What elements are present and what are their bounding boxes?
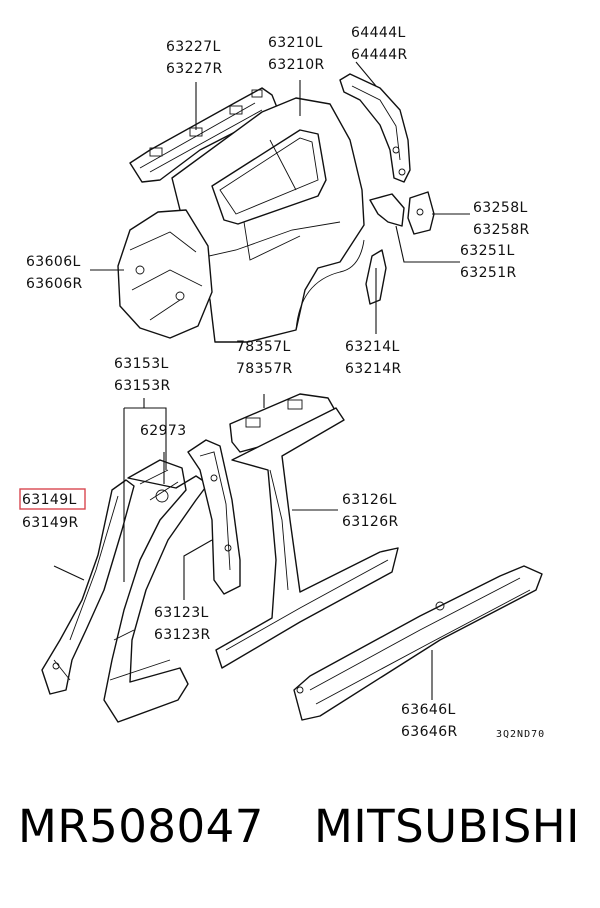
quarter-window-opening <box>211 129 327 225</box>
label-78357R: 78357R <box>236 361 293 377</box>
rear-pillar-part-64444 <box>339 73 411 183</box>
label-63153R: 63153R <box>114 378 171 394</box>
label-63126L: 63126L <box>342 492 397 508</box>
label-63214L: 63214L <box>345 339 400 355</box>
part-labels: 63227L 63227R 63210L 63210R 64444L 64444… <box>22 25 545 740</box>
label-63251L: 63251L <box>460 243 515 259</box>
label-63251R: 63251R <box>460 265 517 281</box>
label-63214R: 63214R <box>345 361 402 377</box>
leader-lines <box>53 61 470 700</box>
label-63153L: 63153L <box>114 356 169 372</box>
footer: MR508047 MITSUBISHI <box>0 800 600 880</box>
label-63210R: 63210R <box>268 57 325 73</box>
diagram-code: 3Q2ND70 <box>496 729 545 740</box>
label-63227L: 63227L <box>166 39 221 55</box>
bracket-part-63258 <box>407 191 435 235</box>
rocker-sill-part-63646 <box>293 565 543 721</box>
front-pillar-inner-part-63153 <box>103 459 209 723</box>
label-63149L: 63149L <box>22 492 77 508</box>
label-63126R: 63126R <box>342 514 399 530</box>
label-62973: 62973 <box>140 423 187 439</box>
quarter-panel-assembly <box>117 73 435 343</box>
pillar-sill-assembly <box>41 393 543 723</box>
label-63606R: 63606R <box>26 276 83 292</box>
label-63210L: 63210L <box>268 35 323 51</box>
center-pillar-sill-part-63126 <box>215 407 399 669</box>
front-pillar-part-63149 <box>41 479 135 695</box>
label-63149R: 63149R <box>22 515 79 531</box>
label-63646R: 63646R <box>401 724 458 740</box>
label-64444R: 64444R <box>351 47 408 63</box>
part-number: MR508047 <box>18 800 264 853</box>
center-pillar-inner-part-63123 <box>187 439 241 595</box>
label-78357L: 78357L <box>236 339 291 355</box>
label-64444L: 64444L <box>351 25 406 41</box>
label-63123L: 63123L <box>154 605 209 621</box>
highlight-box-63149L <box>19 488 86 510</box>
bracket-part-63251 <box>369 193 405 227</box>
label-63123R: 63123R <box>154 627 211 643</box>
wheelhouse-part-63606 <box>117 209 213 339</box>
label-63258R: 63258R <box>473 222 530 238</box>
roof-rail-part-63227 <box>129 87 279 183</box>
label-63258L: 63258L <box>473 200 528 216</box>
brand-name: MITSUBISHI <box>314 800 580 853</box>
label-63646L: 63646L <box>401 702 456 718</box>
label-63606L: 63606L <box>26 254 81 270</box>
label-63227R: 63227R <box>166 61 223 77</box>
